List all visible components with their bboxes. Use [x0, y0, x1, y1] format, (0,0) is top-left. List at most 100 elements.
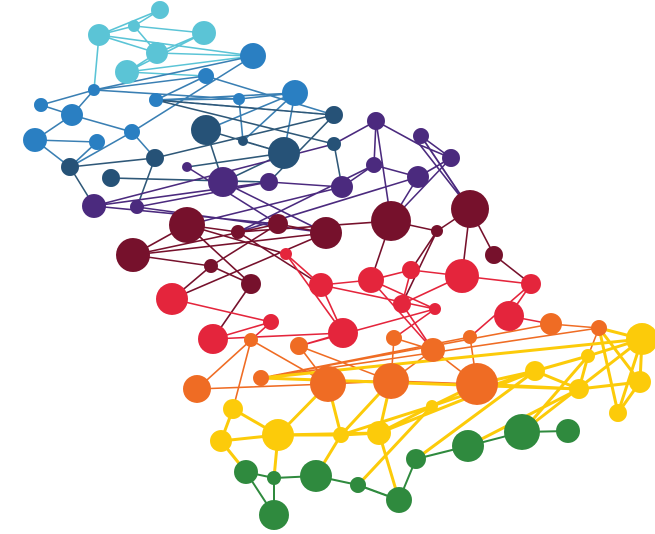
network-node-orange	[244, 333, 258, 347]
network-node-maroon	[231, 225, 245, 239]
network-node-green	[234, 460, 258, 484]
network-node-blue	[198, 68, 214, 84]
network-node-red	[156, 283, 188, 315]
network-node-red	[280, 248, 292, 260]
network-edge	[210, 223, 279, 267]
network-edge	[155, 92, 296, 101]
network-node-red	[521, 274, 541, 294]
network-node-yellow	[333, 427, 349, 443]
network-edge	[276, 431, 381, 437]
network-node-green	[259, 500, 289, 530]
network-edge	[126, 55, 254, 73]
network-node-blue	[149, 93, 163, 107]
network-edge	[186, 152, 285, 168]
network-edge	[196, 383, 329, 390]
network-node-green	[267, 471, 281, 485]
network-edge	[237, 231, 322, 286]
network-edge	[156, 52, 254, 57]
network-node-red	[263, 314, 279, 330]
network-edge	[131, 55, 254, 133]
network-node-red	[358, 267, 384, 293]
network-edge	[93, 181, 270, 207]
network-node-yellow	[367, 421, 391, 445]
network-edge	[69, 157, 156, 168]
network-edge	[186, 166, 279, 225]
network-edge	[320, 284, 436, 310]
network-node-purple	[366, 157, 382, 173]
network-node-purple	[367, 112, 385, 130]
network-node-blue	[89, 134, 105, 150]
network-edge	[222, 181, 327, 234]
network-node-blue	[233, 93, 245, 105]
network-node-light-blue	[128, 20, 140, 32]
network-node-purple	[419, 144, 421, 146]
network-edge	[238, 98, 244, 142]
network-edge	[155, 99, 335, 145]
network-edge	[377, 369, 537, 435]
network-edge	[339, 404, 434, 437]
network-node-navy	[268, 137, 300, 169]
network-node-purple	[413, 128, 429, 144]
network-node-red	[402, 261, 420, 279]
network-node-maroon	[485, 246, 503, 264]
network-node-purple	[260, 173, 278, 191]
network-node-yellow	[581, 349, 595, 363]
network-node-maroon	[451, 190, 489, 228]
network-node-yellow	[629, 371, 651, 393]
network-node-purple	[182, 162, 192, 172]
network-node-blue	[61, 104, 83, 126]
network-node-purple	[82, 194, 106, 218]
network-node-red	[494, 301, 524, 331]
network-node-purple	[208, 167, 238, 197]
network-node-orange	[373, 363, 409, 399]
network-node-orange	[421, 338, 445, 362]
network-edge	[132, 223, 279, 256]
network-node-yellow	[525, 361, 545, 381]
network-node-green	[386, 487, 412, 513]
network-edge	[136, 181, 270, 208]
network-node-purple	[130, 200, 144, 214]
network-edge	[356, 404, 434, 487]
network-node-orange	[386, 330, 402, 346]
network-node-yellow	[609, 404, 627, 422]
network-node-green	[556, 419, 580, 443]
network-node-purple	[407, 166, 429, 188]
network-node-maroon	[204, 259, 218, 273]
network-node-red	[429, 303, 441, 315]
network-node-navy	[102, 169, 120, 187]
network-edge	[132, 232, 327, 256]
network-edge	[93, 75, 207, 91]
network-node-maroon	[310, 217, 342, 249]
network-node-light-blue	[146, 42, 168, 64]
network-node-green	[406, 449, 426, 469]
network-node-red	[393, 295, 411, 313]
network-node-orange	[591, 320, 607, 336]
network-node-blue	[240, 43, 266, 69]
network-node-yellow	[262, 419, 294, 451]
network-edge	[69, 131, 133, 168]
network-node-yellow	[569, 379, 589, 399]
network-node-light-blue	[115, 60, 139, 84]
network-node-navy	[191, 115, 221, 145]
network-edge	[171, 298, 272, 323]
network-node-blue	[88, 84, 100, 96]
network-edge	[597, 326, 642, 384]
network-node-red	[445, 259, 479, 293]
network-edge	[268, 114, 335, 183]
network-edge	[237, 176, 419, 233]
network-node-light-blue	[88, 24, 110, 46]
network-node-maroon	[116, 238, 150, 272]
network-node-orange	[183, 375, 211, 403]
network-node-orange	[290, 337, 308, 355]
network-node-blue	[282, 80, 308, 106]
network-edge	[40, 89, 95, 106]
network-node-purple	[442, 149, 460, 167]
network-edge	[155, 75, 207, 101]
network-node-yellow	[223, 399, 243, 419]
network-edge	[155, 99, 335, 116]
network-edge	[110, 177, 270, 183]
network-node-navy	[238, 136, 248, 146]
network-node-orange	[310, 366, 346, 402]
